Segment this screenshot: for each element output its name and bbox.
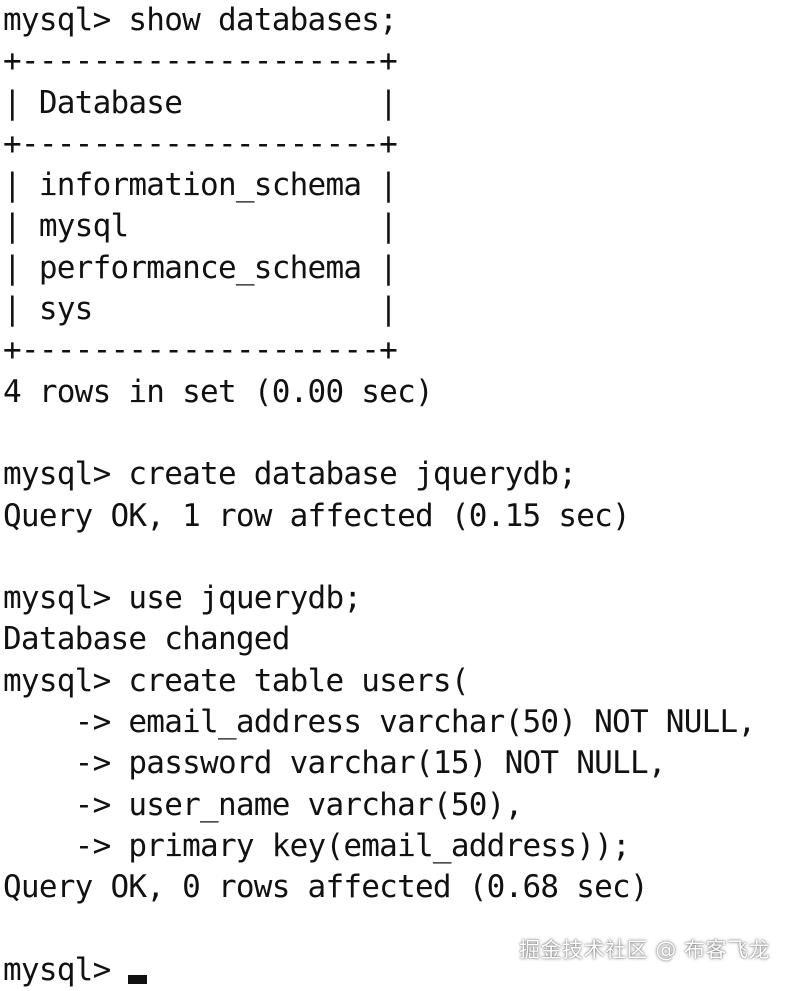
- prompt-line[interactable]: mysql>: [3, 950, 800, 991]
- continuation-line: -> primary key(email_address));: [3, 827, 631, 864]
- table-row: | sys |: [3, 291, 398, 328]
- command-line: mysql> create database jquerydb;: [3, 456, 577, 493]
- command-line: mysql> create table users(: [3, 662, 470, 699]
- result-line: Query OK, 0 rows affected (0.68 sec): [3, 869, 649, 906]
- blank-line: [3, 537, 800, 578]
- prompt: mysql>: [3, 951, 111, 988]
- command-line: mysql> use jquerydb;: [3, 580, 362, 617]
- watermark: 掘金技术社区 @ 布客飞龙: [519, 938, 770, 962]
- table-row: | performance_schema |: [3, 249, 398, 286]
- continuation-line: -> email_address varchar(50) NOT NULL,: [3, 704, 756, 741]
- continuation-line: -> password varchar(15) NOT NULL,: [3, 745, 667, 782]
- table-border: +--------------------+: [3, 125, 398, 162]
- table-row: | mysql |: [3, 208, 398, 245]
- result-line: Query OK, 1 row affected (0.15 sec): [3, 497, 631, 534]
- result-line: Database changed: [3, 621, 290, 658]
- table-row: | information_schema |: [3, 167, 398, 204]
- blank-line: [3, 413, 800, 454]
- continuation-line: -> user_name varchar(50),: [3, 786, 524, 823]
- command-line: mysql> show databases;: [3, 2, 398, 38]
- result-line: 4 rows in set (0.00 sec): [3, 373, 434, 410]
- table-header: | Database |: [3, 84, 398, 121]
- table-border: +--------------------+: [3, 332, 398, 369]
- table-border: +--------------------+: [3, 43, 398, 80]
- text-cursor: [128, 974, 148, 984]
